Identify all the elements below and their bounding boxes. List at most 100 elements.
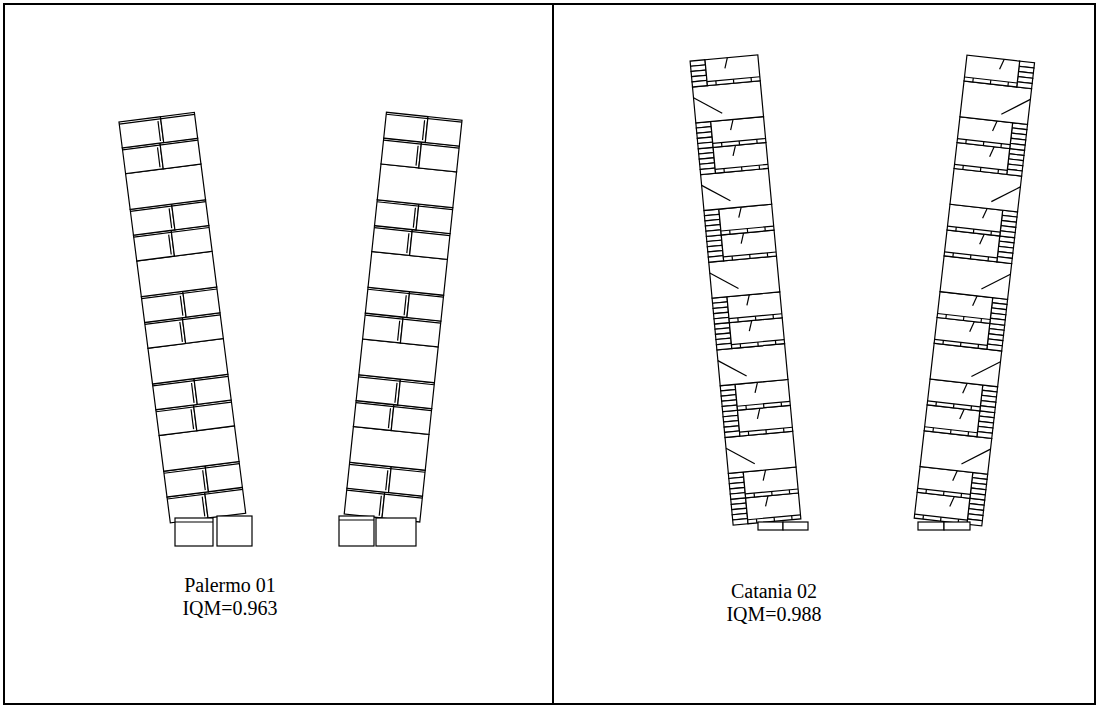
crack-line <box>960 409 965 420</box>
crack-line <box>721 226 774 231</box>
crack-line <box>938 313 991 319</box>
crack-line <box>748 321 752 332</box>
crack-line <box>169 235 172 255</box>
stone-block <box>964 55 1020 87</box>
crack-line <box>983 208 988 219</box>
stone-block <box>960 81 1032 124</box>
crack-line <box>407 233 409 253</box>
crack-line <box>756 408 760 419</box>
crack-line <box>971 359 1000 380</box>
stone-block <box>709 256 780 298</box>
crack-line <box>388 408 390 428</box>
crack-line <box>740 427 793 432</box>
crack-line <box>339 519 374 520</box>
record-name: Catania 02 <box>731 580 817 602</box>
column-drawings <box>119 55 1035 546</box>
stone-block <box>997 257 1012 264</box>
stone-block <box>700 168 715 175</box>
stone-block <box>363 313 404 343</box>
crack-line <box>762 470 766 481</box>
crack-line <box>980 234 985 245</box>
stone-block <box>944 230 1000 262</box>
crack-line <box>945 252 998 258</box>
crack-line <box>379 496 381 516</box>
crack-line <box>715 164 768 169</box>
crack-line <box>724 58 728 69</box>
crack-line <box>957 139 1010 145</box>
stone-block <box>714 317 729 324</box>
stone-block <box>1000 231 1015 238</box>
crack-line <box>948 226 1001 232</box>
stone-block <box>400 317 441 347</box>
stone-block <box>977 432 992 439</box>
stone-block <box>930 343 1002 386</box>
crack-line <box>730 119 734 130</box>
stone-block <box>372 226 413 256</box>
crack-line <box>754 382 758 393</box>
stone-block <box>693 81 764 123</box>
stone-block <box>701 168 772 210</box>
stone-block <box>708 256 723 263</box>
stone-block <box>391 405 432 435</box>
stone-block <box>934 317 990 349</box>
crack-line <box>1000 59 1005 70</box>
stone-block <box>698 142 713 149</box>
crack-line <box>737 401 790 406</box>
stone-block <box>990 318 1005 325</box>
stone-block <box>419 142 460 172</box>
stone-block <box>706 230 721 237</box>
crack-line <box>398 321 400 341</box>
crack-line <box>386 470 388 490</box>
crack-line <box>413 208 415 228</box>
stone-block <box>730 493 745 500</box>
stone-block <box>758 522 783 530</box>
crack-line <box>970 321 975 332</box>
crack-line <box>991 184 1020 205</box>
crack-line <box>180 322 183 342</box>
crack-line <box>961 446 990 467</box>
stone-block <box>918 522 944 530</box>
stone-block <box>914 492 970 524</box>
crack-line <box>990 146 995 157</box>
crack-line <box>693 95 722 115</box>
stone-block <box>1010 143 1025 150</box>
stone-block <box>950 168 1022 211</box>
crack-line <box>395 383 397 403</box>
stone-block <box>725 431 740 438</box>
crack-line <box>710 271 739 291</box>
crack-line <box>119 114 194 124</box>
crack-line <box>423 120 425 140</box>
crack-line <box>740 233 744 244</box>
record-name: Palermo 01 <box>184 574 276 596</box>
stone-block <box>940 256 1012 299</box>
panel-divider <box>552 4 554 704</box>
crack-line <box>918 488 971 494</box>
stone-block <box>722 405 737 412</box>
crack-line <box>993 121 998 132</box>
quality-index: IQM=0.988 <box>726 603 821 625</box>
crack-line <box>973 295 978 306</box>
crack-line <box>950 496 955 507</box>
crack-line <box>748 515 801 520</box>
stone-block <box>924 405 980 437</box>
stone-block <box>353 401 394 431</box>
crack-line <box>158 147 161 167</box>
crack-line <box>158 121 161 141</box>
stone-block <box>175 518 213 546</box>
crack-line <box>915 514 968 520</box>
crack-line <box>765 496 769 507</box>
stone-block <box>376 518 416 546</box>
stone-block <box>920 431 992 474</box>
crack-line <box>713 138 766 143</box>
stone-block <box>733 519 748 526</box>
masonry-column <box>119 112 246 522</box>
crack-line <box>192 383 195 403</box>
stone-block <box>692 80 707 87</box>
crack-line <box>731 340 784 345</box>
crack-line <box>738 207 742 218</box>
stone-block <box>1017 82 1032 89</box>
stone-block <box>716 343 731 350</box>
crack-line <box>732 145 736 156</box>
stone-block <box>339 516 374 546</box>
crack-line <box>404 295 406 315</box>
